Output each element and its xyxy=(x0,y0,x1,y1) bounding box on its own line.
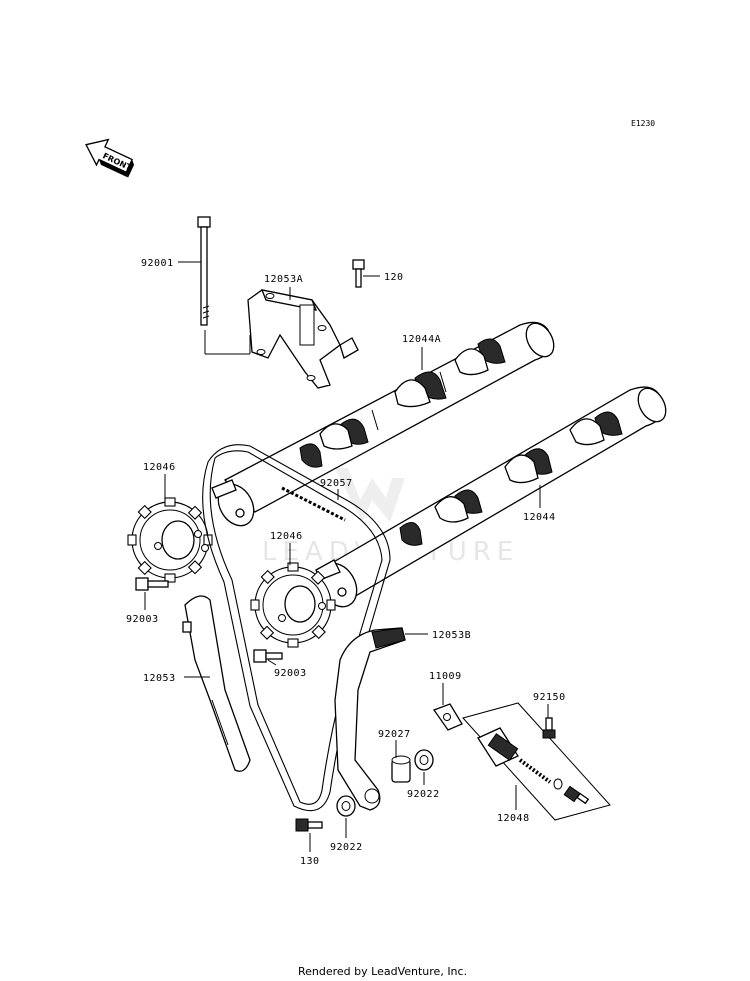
callout-130: 130 xyxy=(300,856,320,867)
bolt-130 xyxy=(295,818,323,832)
bolt-92150 xyxy=(542,717,556,739)
callout-92003-mid: 92003 xyxy=(274,668,307,679)
callout-92022-bottom: 92022 xyxy=(330,842,363,853)
washer-92022-bottom xyxy=(336,795,356,817)
collar-92027 xyxy=(391,755,411,783)
callout-11009: 11009 xyxy=(429,671,462,682)
callout-12048: 12048 xyxy=(497,813,530,824)
washer-92022-right xyxy=(414,749,434,771)
callout-92057: 92057 xyxy=(320,478,353,489)
callout-92022-right: 92022 xyxy=(407,789,440,800)
tensioner-12048 xyxy=(462,702,611,821)
sprocket-12046-top xyxy=(127,497,213,583)
callout-12053a: 12053A xyxy=(264,274,303,285)
bolt-92001 xyxy=(197,216,211,326)
callout-labels: 92001 12053A 120 12044A 12046 92057 1204… xyxy=(126,258,566,867)
callout-92027: 92027 xyxy=(378,729,411,740)
chain-guide-12053 xyxy=(182,595,251,772)
front-arrow-icon: FRONT xyxy=(85,138,135,178)
diagram-code: E1230 xyxy=(631,119,655,128)
callout-12044: 12044 xyxy=(523,512,556,523)
chain-guide-12053a xyxy=(247,289,359,389)
callout-92003-left: 92003 xyxy=(126,614,159,625)
footer-credit: Rendered by LeadVenture, Inc. xyxy=(298,965,467,978)
gasket-11009 xyxy=(432,703,463,731)
callout-120: 120 xyxy=(384,272,404,283)
callout-12053b: 12053B xyxy=(432,630,471,641)
leader-lines xyxy=(144,261,549,852)
callout-92001: 92001 xyxy=(141,258,174,269)
camshaft-12044a xyxy=(211,321,555,527)
sprocket-12046-mid xyxy=(250,562,336,648)
callout-92150: 92150 xyxy=(533,692,566,703)
chain-guide-12053b xyxy=(334,627,406,811)
bolt-92003-left xyxy=(135,577,169,591)
bolt-92003-mid xyxy=(253,649,283,663)
callout-12044a: 12044A xyxy=(402,334,441,345)
callout-12053: 12053 xyxy=(143,673,176,684)
callout-12046-top: 12046 xyxy=(143,462,176,473)
callout-12046-mid: 12046 xyxy=(270,531,303,542)
bolt-120 xyxy=(352,259,365,288)
